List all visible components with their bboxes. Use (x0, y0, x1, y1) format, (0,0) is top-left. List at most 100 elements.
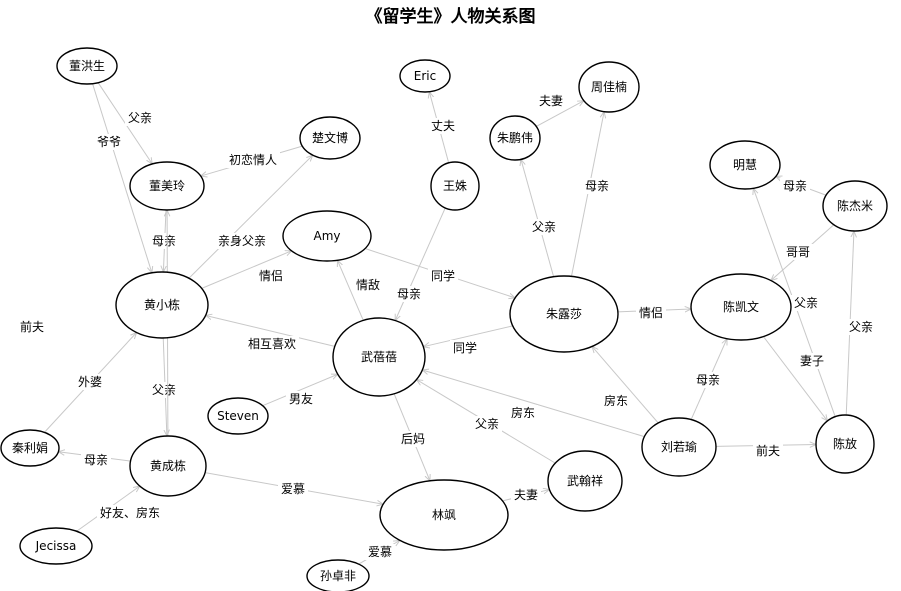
edge-12: 父亲 (149, 337, 179, 436)
person-ellipse (815, 414, 875, 474)
person-ellipse (489, 115, 541, 161)
edge-label-bg (75, 374, 105, 390)
person-ellipse (822, 180, 888, 232)
edge-17: 爱慕 (204, 472, 383, 505)
edge-label-bg (529, 219, 559, 235)
edge-line (206, 315, 335, 347)
person-ellipse (709, 140, 781, 190)
edge-label: 房东 (604, 393, 628, 408)
edge-label-bg (245, 336, 299, 352)
person-name: 刘若瑜 (661, 439, 697, 454)
edge-label-bg (783, 244, 813, 260)
edge-1: 爷爷 (92, 83, 152, 273)
person-node: 董美玲 (129, 161, 205, 211)
edge-label: 房东 (511, 405, 535, 420)
edge-line (422, 370, 645, 438)
edge-label-bg (536, 93, 566, 109)
person-node: 陈杰米 (822, 180, 888, 232)
edge-label-bg (693, 372, 723, 388)
edge-label: 同学 (431, 268, 455, 283)
edge-label-bg (428, 268, 458, 284)
edge-label: 父亲 (849, 320, 873, 334)
edge-label-bg (428, 118, 458, 134)
person-name: 陈放 (833, 436, 857, 451)
edge-label-bg (472, 416, 502, 432)
person-name: 陈凯文 (723, 299, 759, 314)
edge-label-bg (797, 353, 827, 369)
edge-5: 情侣 (201, 251, 292, 289)
edge-label-bg (636, 305, 666, 321)
person-node: 武蓓蓓 (332, 317, 426, 397)
person-node: 孙卓非 (306, 559, 370, 591)
edge-label: 爷爷 (97, 135, 121, 149)
person-node: 周佳楠 (578, 61, 640, 113)
person-node: 楚文博 (299, 116, 361, 160)
person-ellipse (332, 317, 426, 397)
person-name: 王姝 (443, 178, 467, 193)
edge-33: 父亲 (753, 188, 836, 417)
edge-14: 外婆 (44, 333, 136, 433)
edge-line (762, 336, 827, 421)
person-node: 董洪生 (56, 47, 118, 85)
edge-label: 丈夫 (431, 119, 455, 133)
person-ellipse (641, 417, 717, 477)
edge-line (521, 159, 555, 277)
person-ellipse (0, 429, 60, 467)
edge-label-bg (278, 481, 308, 497)
person-node: 武翰祥 (547, 450, 623, 512)
edge-label: 父亲 (152, 383, 176, 397)
edge-label: 爱慕 (368, 545, 392, 559)
person-name: 秦利娟 (12, 441, 48, 455)
person-ellipse (282, 210, 372, 262)
edge-label: 父亲 (475, 417, 499, 431)
person-node: 陈放 (815, 414, 875, 474)
edge-label: 爱慕 (281, 482, 305, 496)
person-name: Jecissa (35, 539, 77, 553)
edge-line (592, 346, 659, 424)
edge-label-bg (780, 178, 810, 194)
edge-line (201, 251, 292, 289)
edge-label: 情侣 (639, 305, 663, 320)
edge-28: 房东 (592, 346, 659, 424)
edge-label: 母亲 (696, 373, 720, 387)
edge-15: 母亲 (58, 452, 131, 468)
edge-label: 好友、房东 (100, 505, 160, 520)
person-name: 武翰祥 (567, 473, 603, 488)
node-layer: 董洪生董美玲楚文博黄小栋Amy武蓓蓓Steven秦利娟黄成栋Jecissa林飒孙… (0, 47, 888, 591)
edge-label-bg (601, 393, 631, 409)
edge-13: 前夫 (17, 210, 168, 437)
edge-label-bg (791, 295, 821, 311)
person-node: Amy (282, 210, 372, 262)
edge-26: 情侣 (617, 305, 691, 321)
edge-21: 父亲 (417, 380, 556, 464)
person-name: 周佳楠 (591, 79, 627, 94)
edge-9: 母亲 (394, 207, 446, 321)
edge-29: 母亲 (690, 339, 727, 420)
edge-label-bg (398, 431, 428, 447)
person-node: 黄成栋 (129, 435, 207, 497)
edge-line (92, 83, 152, 273)
edge-25: 同学 (423, 325, 513, 356)
edge-31: 母亲 (776, 176, 827, 196)
edge-6: 情敌 (337, 260, 383, 321)
person-name: 朱鹏伟 (497, 131, 533, 145)
person-ellipse (379, 479, 509, 551)
person-node: Jecissa (19, 527, 93, 565)
person-ellipse (509, 275, 619, 353)
edge-label-bg (508, 405, 538, 421)
person-ellipse (129, 161, 205, 211)
person-node: 林飒 (379, 479, 509, 551)
edge-label: 男友 (289, 392, 313, 406)
person-ellipse (115, 271, 209, 339)
person-name: Eric (414, 69, 436, 83)
edge-label: 夫妻 (514, 488, 538, 502)
edge-label-bg (846, 319, 876, 335)
person-name: 黄成栋 (150, 458, 186, 473)
edge-32: 哥哥 (771, 224, 835, 281)
edge-label: 父亲 (532, 220, 556, 234)
edge-8: 同学 (364, 248, 515, 298)
edge-11: 男友 (262, 374, 338, 407)
person-name: Amy (314, 229, 341, 243)
edge-label-bg (511, 487, 541, 503)
